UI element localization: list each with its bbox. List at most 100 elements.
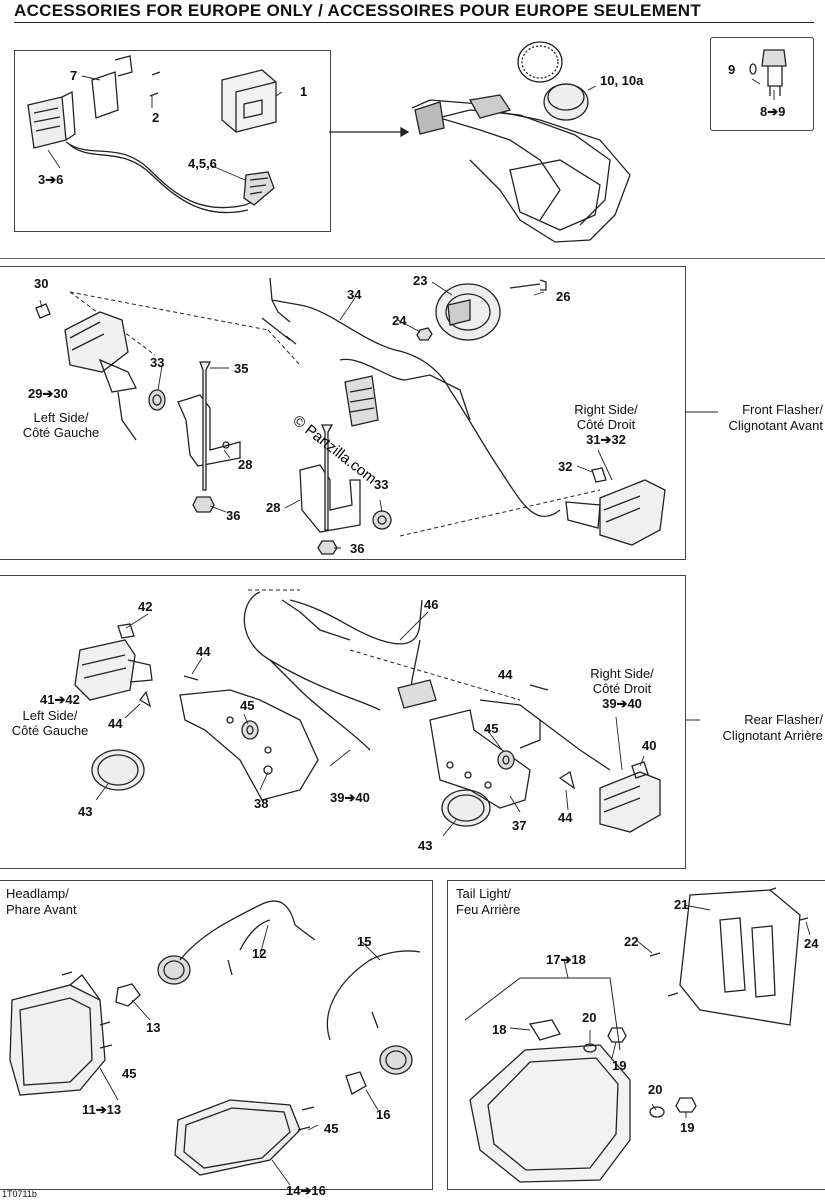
bulb-part	[631, 761, 649, 779]
left-front-flasher-lamp	[64, 311, 137, 441]
callout-3-6: 3➔6	[38, 172, 64, 187]
screw-part	[149, 71, 161, 97]
switch-housing-part	[27, 90, 76, 149]
callout-34: 34	[347, 287, 362, 302]
dashed-guide	[399, 489, 601, 537]
license-bracket-part	[679, 889, 801, 1026]
callout-10-10a: 10, 10a	[600, 73, 644, 88]
callout-22: 22	[624, 934, 639, 949]
front-wire-harness-part	[269, 277, 561, 517]
callout-39-40-left: 39➔40	[330, 790, 370, 805]
callout-45-left: 45	[122, 1066, 137, 1081]
diagram-code: 1T0711b	[2, 1189, 37, 1199]
screw-part	[61, 971, 315, 1131]
callout-42: 42	[138, 599, 153, 614]
callout-39-40-right: 39➔40	[602, 696, 642, 711]
callout-36-left: 36	[226, 508, 241, 523]
nut-part	[317, 540, 338, 555]
callout-29-30: 29➔30	[28, 386, 68, 401]
nut-part	[416, 327, 433, 341]
long-bolt-part	[199, 361, 212, 491]
dashed-guide	[464, 977, 621, 1051]
headlamp-socket-part	[379, 1045, 413, 1075]
callout-2: 2	[152, 110, 160, 125]
screw-part	[649, 887, 809, 997]
headlamp-housing-left	[9, 974, 106, 1096]
right-rear-bracket-part	[429, 709, 531, 809]
callout-46: 46	[424, 597, 439, 612]
horn-part	[435, 283, 501, 341]
callout-45-b: 45	[484, 721, 499, 736]
callout-14-16: 14➔16	[286, 1183, 326, 1198]
callout-26: 26	[556, 289, 571, 304]
nut-part	[607, 1027, 627, 1043]
rear-flasher-section-label: Rear Flasher/Clignotant Arrière	[722, 712, 823, 743]
callout-41-42: 41➔42	[40, 692, 80, 707]
callout-21: 21	[674, 897, 689, 912]
nut-part	[675, 1097, 697, 1113]
callout-1: 1	[300, 84, 308, 99]
callout-33-left: 33	[150, 355, 165, 370]
washer-part	[583, 1043, 597, 1053]
callout-40: 40	[642, 738, 657, 753]
right-rear-flasher-lamp	[599, 771, 661, 833]
nut-part	[192, 496, 215, 513]
connector-part	[344, 375, 379, 427]
bulb-part	[117, 623, 135, 639]
right-bracket-part	[299, 464, 361, 533]
callout-45-a: 45	[240, 698, 255, 713]
callout-4-5-6: 4,5,6	[188, 156, 217, 171]
callout-20-b: 20	[648, 1082, 663, 1097]
callout-8-9: 8➔9	[760, 104, 786, 119]
wiring-harness-panel	[14, 50, 331, 232]
wire-harness-part	[65, 141, 269, 209]
switch-detail-panel	[710, 37, 814, 131]
callout-20-a: 20	[582, 1010, 597, 1025]
mounting-bracket-part	[91, 55, 133, 119]
ring-gasket-part	[517, 41, 563, 83]
grommet-part	[241, 720, 259, 740]
switch-cap-part	[543, 83, 589, 121]
lens-part	[91, 749, 145, 791]
callout-44-b: 44	[498, 667, 513, 682]
handlebar-assembly	[411, 94, 631, 243]
bulb-part	[591, 467, 607, 483]
bulb-part	[749, 63, 757, 75]
callout-44-a: 44	[196, 644, 211, 659]
callout-44-c: 44	[108, 716, 123, 731]
front-right-side-label: Right Side/Côté Droit 31➔32	[556, 402, 656, 447]
callout-24: 24	[392, 313, 407, 328]
callout-38: 38	[254, 796, 269, 811]
callout-12: 12	[252, 946, 267, 961]
dashed-guide	[248, 589, 521, 701]
headlamp-section-label: Headlamp/Phare Avant	[6, 886, 77, 917]
callout-44-d: 44	[558, 810, 573, 825]
callout-leaders	[39, 75, 811, 1186]
headlamp-bulb-part	[115, 983, 141, 1007]
callout-36-right: 36	[350, 541, 365, 556]
callout-9: 9	[728, 62, 736, 77]
washer-part	[649, 1106, 665, 1118]
long-bolt-part	[321, 424, 334, 531]
tail-light-section-label: Tail Light/Feu Arrière	[456, 886, 521, 917]
headlamp-socket-part	[157, 955, 191, 985]
callout-17-18: 17➔18	[546, 952, 586, 967]
tail-bulb-part	[528, 1019, 561, 1041]
rear-right-wire-part	[479, 699, 611, 771]
front-left-side-label: Left Side/Côté Gauche	[22, 410, 100, 440]
lens-part	[441, 789, 491, 827]
clip-part	[139, 690, 152, 708]
relay-part	[221, 69, 277, 133]
section-divider	[0, 258, 825, 259]
right-front-flasher-lamp	[565, 479, 666, 546]
callout-45-right: 45	[324, 1121, 339, 1136]
horn-bolt-part	[509, 279, 547, 291]
headlamp-housing-right	[174, 1099, 301, 1176]
connector-part	[397, 679, 437, 709]
rear-left-side-label: Left Side/Côté Gauche	[11, 708, 89, 738]
callout-30: 30	[34, 276, 49, 291]
callout-15: 15	[357, 934, 372, 949]
callout-16: 16	[376, 1107, 391, 1122]
bulb-part	[35, 303, 51, 319]
